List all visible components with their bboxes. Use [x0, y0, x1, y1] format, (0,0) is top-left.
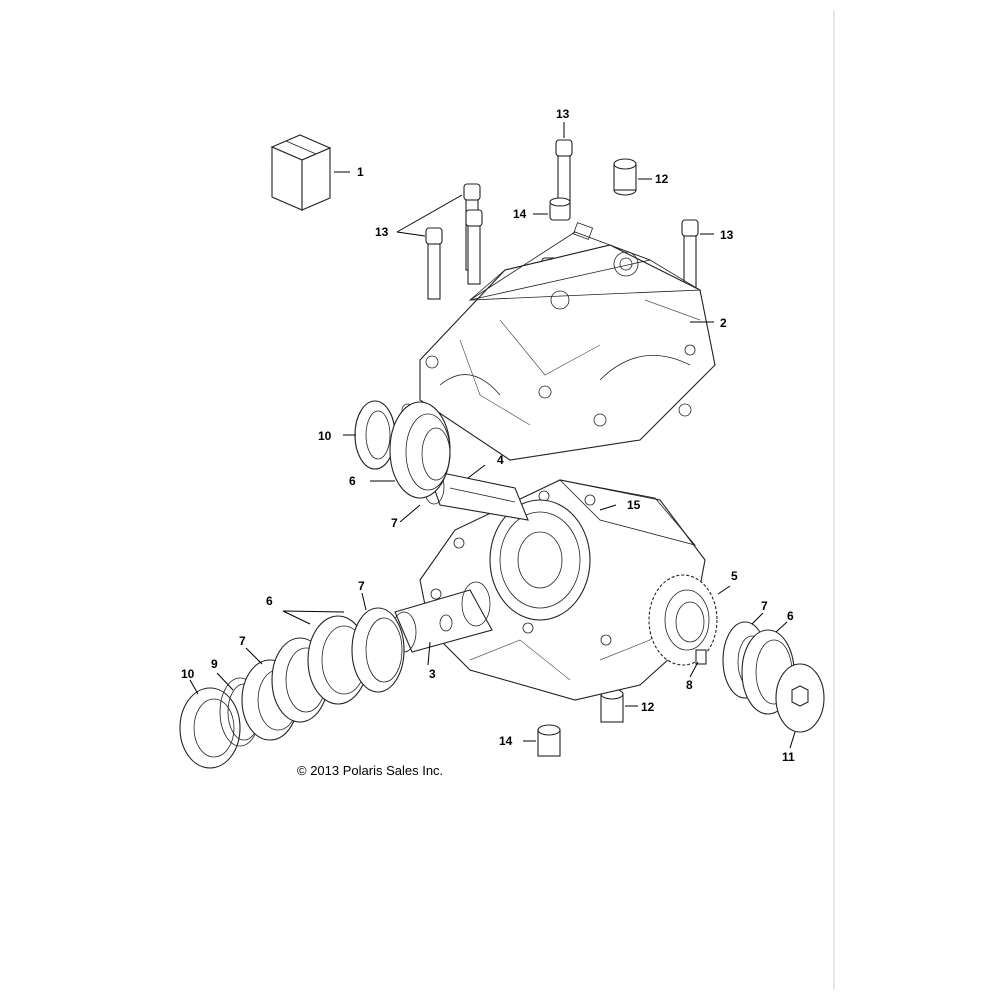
- callout-6-lower: 6: [266, 594, 273, 608]
- callout-8: 8: [686, 678, 693, 692]
- part-drive-gear: [648, 574, 718, 666]
- part-dowel: [600, 688, 624, 723]
- part-washer: [549, 197, 571, 221]
- callout-13-right: 13: [720, 228, 734, 242]
- callout-4: 4: [497, 453, 504, 467]
- copyright-notice: © 2013 Polaris Sales Inc.: [297, 763, 443, 778]
- part-nut-washer: [775, 663, 825, 733]
- part-ring-gear: [489, 499, 591, 621]
- callout-9: 9: [211, 657, 218, 671]
- part-cone-bearing: [351, 607, 405, 693]
- callout-labels: 1 2 3 4 5 6 6 6 7 7 7 7 8 9 10 10 11 12 …: [181, 107, 795, 764]
- callout-12-lower: 12: [641, 700, 655, 714]
- callout-13-top: 13: [556, 107, 570, 121]
- part-dowel: [613, 158, 637, 196]
- callout-10-lower: 10: [181, 667, 195, 681]
- callout-7-lower-left: 7: [239, 634, 246, 648]
- callout-14-upper: 14: [513, 207, 527, 221]
- callout-5: 5: [731, 569, 738, 583]
- callout-14-lower: 14: [499, 734, 513, 748]
- part-washer: [537, 724, 561, 757]
- callout-1: 1: [357, 165, 364, 179]
- callout-6-upper: 6: [349, 474, 356, 488]
- callout-7-right: 7: [761, 599, 768, 613]
- callout-10-upper: 10: [318, 429, 332, 443]
- part-bolt: [425, 227, 443, 300]
- callout-11: 11: [782, 750, 795, 764]
- part-bolt: [465, 209, 483, 285]
- part-bearing-upper: [389, 401, 451, 499]
- part-key: [695, 649, 707, 665]
- leader-lines: [189, 122, 796, 749]
- part-seal-lower: [179, 687, 241, 769]
- callout-12-upper: 12: [655, 172, 669, 186]
- callout-2: 2: [720, 316, 727, 330]
- part-seal-upper: [354, 400, 396, 470]
- callout-7-lower-mid: 7: [358, 579, 365, 593]
- part-upper-housing: [401, 222, 716, 461]
- callout-15: 15: [627, 498, 641, 512]
- callout-13-left: 13: [375, 225, 389, 239]
- part-kit-box: [270, 134, 332, 211]
- callout-7-upper: 7: [391, 516, 398, 530]
- callout-6-right: 6: [787, 609, 794, 623]
- part-bolt: [555, 139, 573, 207]
- callout-3: 3: [429, 667, 436, 681]
